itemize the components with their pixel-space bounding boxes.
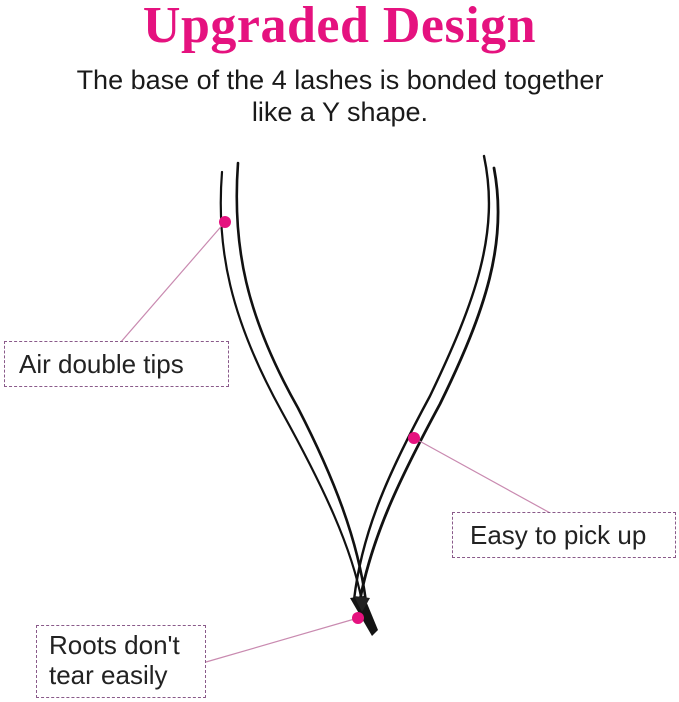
left-lash-strands [219,161,368,604]
connector-air-tips [119,221,226,344]
connector-roots [205,617,359,663]
callout-roots-dont-tear: Roots don't tear easily [36,625,206,698]
page-title: Upgraded Design [142,0,537,54]
right-lash-strands [352,154,500,602]
left-lash-strand-outer [219,170,364,604]
connector-easy-pick [413,437,553,515]
callout-markers [219,216,420,624]
callout-roots-line-1: Roots don't [49,630,180,660]
marker-dot-air-tips [219,216,231,228]
left-lash-strand-inner [235,161,368,604]
subtitle-line-1: The base of the 4 lashes is bonded toget… [76,65,604,95]
callout-easy-to-pick-up-text: Easy to pick up [470,520,647,550]
callout-connectors [119,221,553,663]
lash-root-base [350,596,378,636]
subtitle-line-2: like a Y shape. [251,97,429,127]
callout-air-double-tips-text: Air double tips [19,349,184,379]
marker-dot-easy-pick [408,432,420,444]
right-lash-strand-outer [352,154,491,602]
marker-dot-roots [352,612,364,624]
callout-roots-line-2: tear easily [49,660,168,690]
right-lash-strand-inner [358,166,500,602]
subtitle: The base of the 4 lashes is bonded toget… [40,64,640,128]
callout-easy-to-pick-up: Easy to pick up [452,512,676,558]
callout-air-double-tips: Air double tips [4,341,229,387]
